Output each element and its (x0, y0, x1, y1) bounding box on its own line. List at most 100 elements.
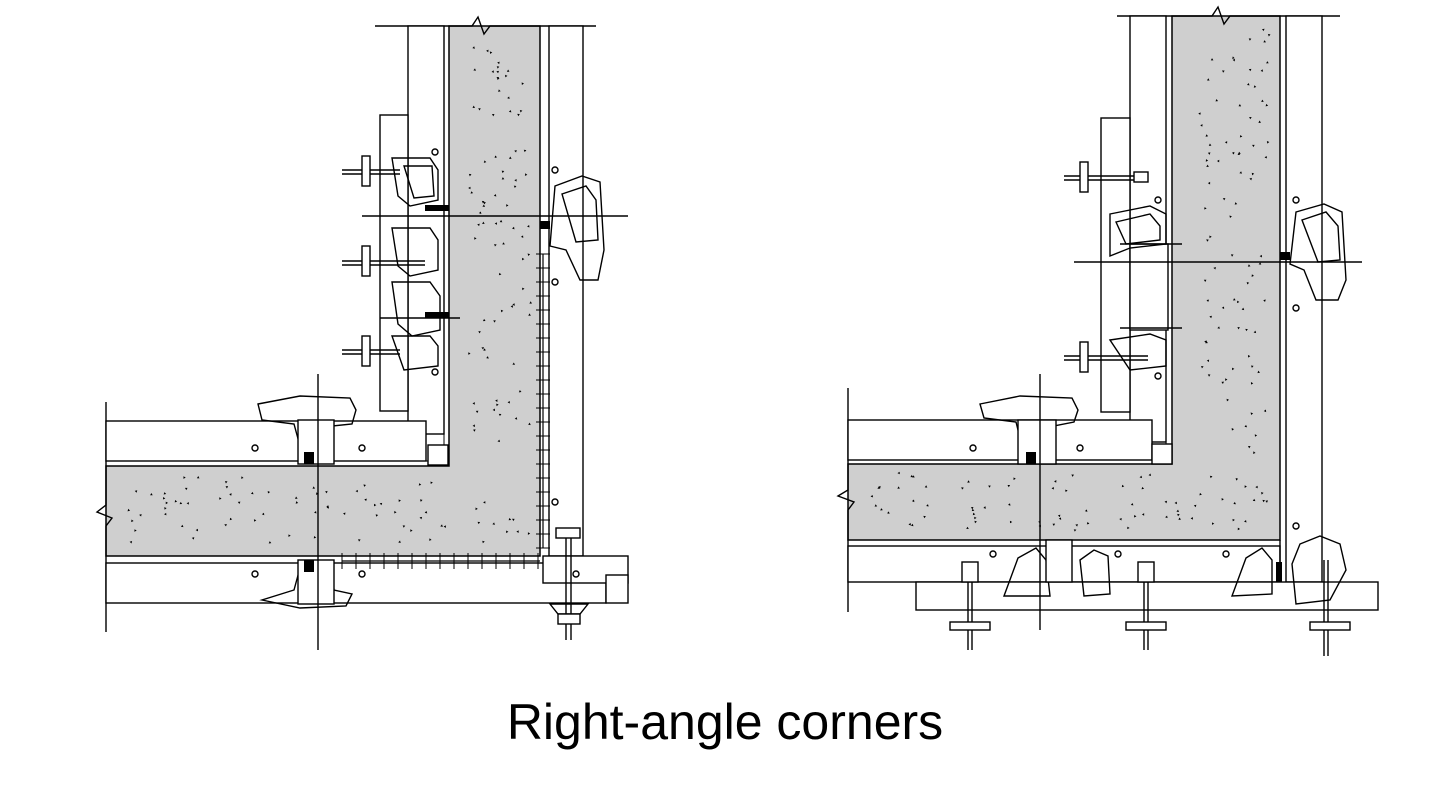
aggregate-speck (528, 422, 531, 426)
aggregate-speck (493, 320, 496, 323)
aggregate-speck (1249, 116, 1252, 120)
corner-details-drawing (95, 5, 1379, 656)
aggregate-speck (1210, 58, 1214, 61)
aggregate-speck (514, 417, 518, 420)
clamp-outer-right (1280, 203, 1347, 301)
aggregate-speck (1263, 299, 1266, 303)
aggregate-speck (224, 523, 227, 527)
aggregate-speck (910, 474, 914, 478)
aggregate-speck (472, 402, 475, 405)
aggregate-speck (429, 538, 432, 541)
aggregate-speck (524, 173, 528, 176)
aggregate-speck (164, 507, 167, 510)
aggregate-speck (1205, 159, 1209, 162)
aggregate-speck (506, 69, 510, 72)
aggregate-speck (1231, 151, 1235, 155)
aggregate-speck (1253, 330, 1257, 334)
aggregate-speck (1221, 381, 1224, 384)
aggregate-speck (195, 528, 199, 532)
aggregate-speck (364, 498, 367, 502)
base-bolt-right-2 (1125, 561, 1167, 650)
aggregate-speck (313, 536, 317, 539)
aggregate-speck (1165, 515, 1168, 519)
aggregate-speck (974, 520, 977, 524)
aggregate-speck (1207, 374, 1211, 377)
aggregate-speck (1258, 262, 1262, 265)
corner-fillet-left (427, 444, 449, 466)
aggregate-speck (268, 541, 272, 544)
aggregate-speck (1009, 520, 1013, 524)
aggregate-speck (1262, 499, 1266, 503)
inner-stiffener-left (379, 114, 409, 412)
aggregate-speck (1245, 328, 1248, 332)
aggregate-speck (1235, 478, 1239, 481)
aggregate-speck (508, 156, 512, 159)
aggregate-speck (150, 492, 153, 496)
aggregate-speck (971, 508, 975, 512)
aggregate-speck (520, 235, 524, 238)
aggregate-speck (1244, 485, 1247, 488)
aggregate-speck (508, 109, 512, 113)
clamp-inner-left-1 (342, 155, 449, 211)
aggregate-speck (267, 490, 271, 494)
aggregate-speck (1247, 83, 1250, 86)
aggregate-speck (1141, 513, 1145, 516)
aggregate-speck (131, 519, 134, 523)
aggregate-speck (498, 89, 501, 92)
aggregate-speck (498, 413, 502, 417)
aggregate-speck (312, 486, 316, 489)
corner-fillet-right (1151, 443, 1173, 465)
aggregate-speck (394, 510, 397, 514)
aggregate-speck (1254, 434, 1258, 437)
aggregate-speck (229, 493, 232, 496)
aggregate-speck (1253, 85, 1257, 88)
aggregate-speck (478, 108, 481, 111)
aggregate-speck (1266, 141, 1270, 144)
aggregate-speck (1071, 474, 1074, 477)
aggregate-speck (1221, 498, 1224, 501)
aggregate-speck (523, 149, 527, 153)
aggregate-speck (472, 105, 476, 108)
aggregate-speck (375, 514, 379, 517)
aggregate-speck (496, 403, 499, 407)
aggregate-speck (237, 501, 241, 504)
aggregate-speck (355, 489, 358, 493)
aggregate-speck (1213, 266, 1216, 270)
aggregate-speck (1222, 198, 1226, 201)
aggregate-speck (926, 504, 929, 507)
aggregate-speck (1237, 527, 1241, 531)
aggregate-speck (1232, 58, 1236, 62)
aggregate-speck (1225, 378, 1228, 381)
aggregate-speck (508, 517, 512, 521)
aggregate-speck (1224, 141, 1228, 144)
aggregate-speck (496, 70, 499, 74)
outer-plywood-vertical-right (1285, 15, 1323, 583)
aggregate-speck (295, 496, 298, 499)
aggregate-speck (1244, 424, 1248, 428)
aggregate-speck (1207, 181, 1211, 185)
aggregate-speck (529, 301, 532, 304)
aggregate-speck (1237, 152, 1241, 155)
aggregate-speck (1247, 264, 1251, 267)
aggregate-speck (1065, 489, 1068, 493)
aggregate-speck (1086, 521, 1090, 525)
aggregate-speck (510, 305, 514, 308)
aggregate-speck (1207, 152, 1211, 155)
aggregate-speck (522, 287, 525, 291)
aggregate-speck (1251, 274, 1254, 277)
aggregate-speck (1052, 523, 1056, 526)
outer-corner-end-left (605, 574, 629, 604)
aggregate-speck (521, 82, 525, 85)
aggregate-speck (1233, 501, 1236, 505)
aggregate-speck (379, 502, 383, 506)
aggregate-speck (174, 499, 178, 503)
aggregate-speck (468, 186, 471, 190)
aggregate-speck (1206, 78, 1210, 81)
figure-caption: Right-angle corners (506, 694, 944, 750)
aggregate-speck (440, 524, 443, 527)
aggregate-speck (481, 347, 484, 350)
aggregate-speck (1263, 40, 1266, 43)
aggregate-speck (1007, 503, 1011, 506)
aggregate-speck (1257, 370, 1261, 374)
break-line-top-left (375, 15, 596, 36)
